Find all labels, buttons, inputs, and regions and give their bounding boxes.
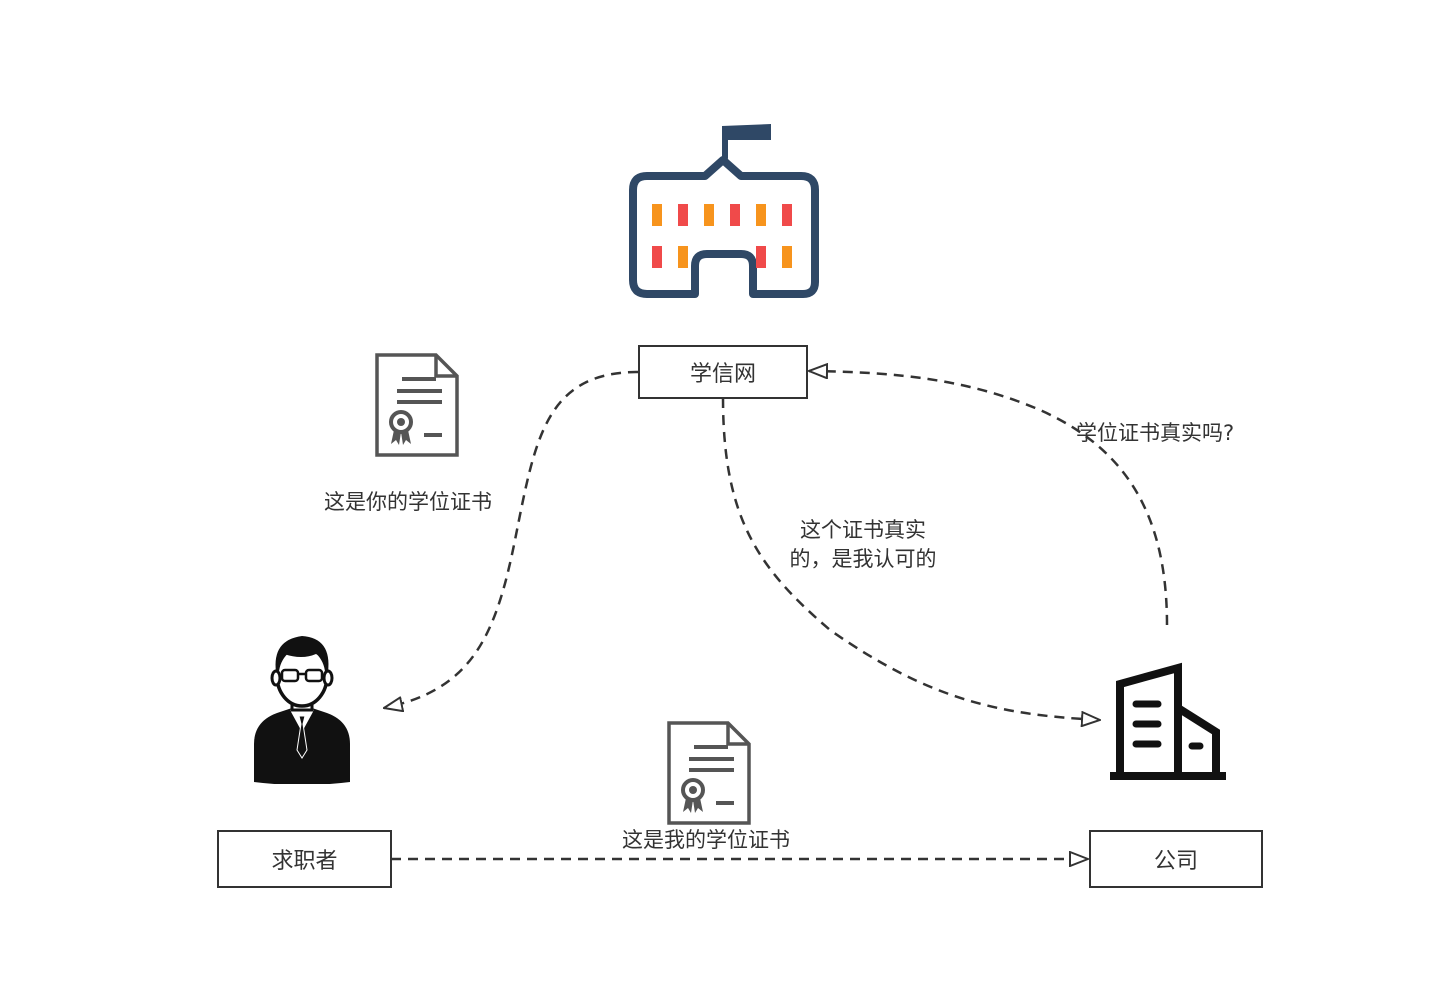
edge-label-xuexin-to-applicant: 这是你的学位证书 bbox=[324, 490, 492, 514]
edge-label-xuexin-to-company: 这个证书真实 的，是我认可的 bbox=[778, 516, 948, 574]
businessman-icon bbox=[254, 636, 350, 784]
node-xuexin: 学信网 bbox=[638, 345, 808, 399]
node-company-label: 公司 bbox=[1153, 849, 1198, 874]
edge-label-xuexin-to-company-line1: 这个证书真实 bbox=[800, 518, 926, 542]
edge-company-to-xuexin bbox=[809, 371, 1169, 626]
certificate-icon bbox=[375, 353, 459, 457]
node-company: 公司 bbox=[1089, 830, 1263, 888]
node-xuexin-label: 学信网 bbox=[689, 362, 756, 387]
node-applicant: 求职者 bbox=[217, 830, 392, 888]
edge-label-company-to-xuexin: 学位证书真实吗? bbox=[1076, 421, 1235, 445]
certificate-icon bbox=[667, 721, 751, 825]
edge-label-applicant-to-company: 这是我的学位证书 bbox=[622, 826, 790, 855]
node-applicant-label: 求职者 bbox=[271, 849, 338, 874]
edge-label-xuexin-to-company-line2: 的，是我认可的 bbox=[789, 547, 937, 571]
school-building-icon bbox=[629, 124, 819, 298]
office-building-icon bbox=[1110, 662, 1226, 780]
